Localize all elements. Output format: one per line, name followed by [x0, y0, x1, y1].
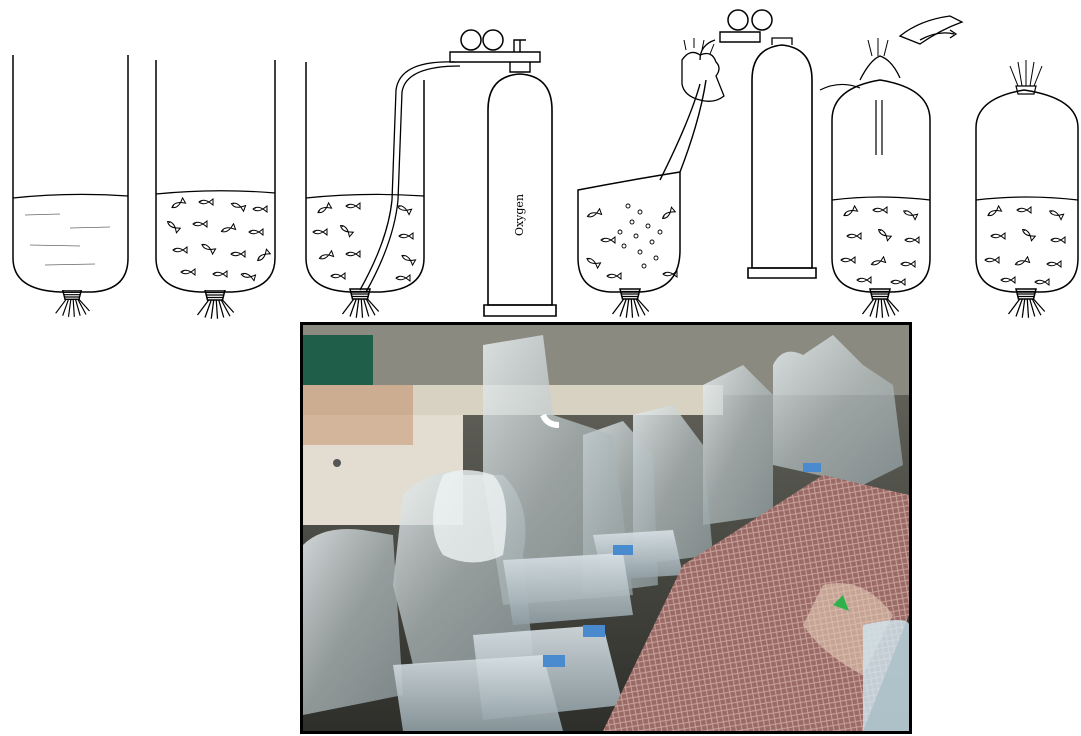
oxygen-cylinder-1: Oxygen	[450, 30, 556, 316]
panel-4-inflating-bag	[578, 10, 772, 318]
photo-bagged-fish-on-bench	[300, 322, 912, 734]
cylinder-label: Oxygen	[513, 194, 526, 236]
oxygen-cylinder-2	[748, 38, 816, 278]
panel-1-bag-water	[13, 55, 128, 317]
panel-5-tying-bag	[820, 16, 962, 318]
panel-6-sealed-bag	[976, 60, 1078, 318]
panel-3-bag-hose	[306, 62, 460, 318]
panel-2-bag-fish	[156, 60, 275, 319]
fish-bagging-diagram: Oxygen	[0, 0, 1081, 322]
